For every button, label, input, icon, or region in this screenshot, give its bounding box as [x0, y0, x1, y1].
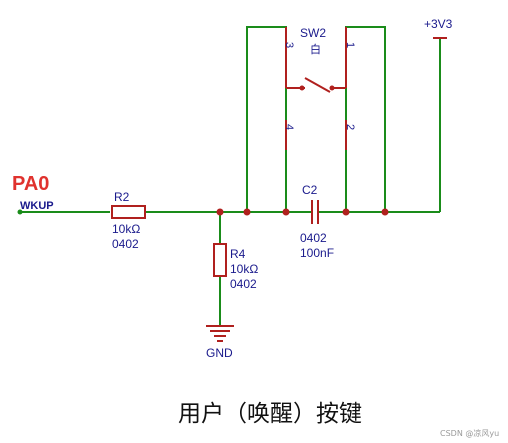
junctions	[17, 85, 389, 216]
wire-switch-right-loop	[345, 26, 386, 212]
junction-dot	[216, 208, 224, 216]
r4-body	[213, 243, 227, 277]
port-terminal-dot	[17, 209, 23, 215]
r2-package-label: 0402	[112, 237, 139, 251]
wire-switch-left-loop	[246, 26, 287, 212]
sw2-pin-4-label: 4	[283, 124, 295, 130]
junction-dot	[282, 208, 290, 216]
c2-package-label: 0402	[300, 231, 327, 245]
r2-ref-label: R2	[114, 190, 130, 204]
r4-ref-label: R4	[230, 247, 246, 261]
components	[111, 27, 447, 342]
diagram-caption: 用户（唤醒）按键	[178, 401, 362, 427]
junction-dot	[381, 208, 389, 216]
r4-value-label: 10kΩ	[230, 262, 258, 276]
junction-dot	[342, 208, 350, 216]
ground-label: GND	[206, 346, 233, 360]
power-label: +3V3	[424, 17, 453, 31]
sw2-ref-label: SW2	[300, 26, 326, 40]
junction-dot	[299, 85, 305, 91]
c2-ref-label: C2	[302, 183, 318, 197]
sw2-pin-1-label: 1	[344, 42, 356, 48]
sw2-lever	[304, 77, 331, 93]
junction-dot	[243, 208, 251, 216]
watermark: CSDN @凉风yu	[440, 428, 499, 438]
junction-dot	[329, 85, 335, 91]
net-label-wkup: WKUP	[20, 200, 54, 212]
r4-package-label: 0402	[230, 277, 257, 291]
c2-value-label: 100nF	[300, 246, 334, 260]
wires	[20, 26, 441, 326]
r2-body	[111, 205, 146, 219]
sw2-pin-2-label: 2	[344, 124, 356, 130]
r2-value-label: 10kΩ	[112, 222, 140, 236]
sw2-color-label: 白	[310, 42, 321, 56]
sw2-pin-3-label: 3	[283, 42, 295, 48]
port-name-label: PA0	[12, 173, 49, 195]
